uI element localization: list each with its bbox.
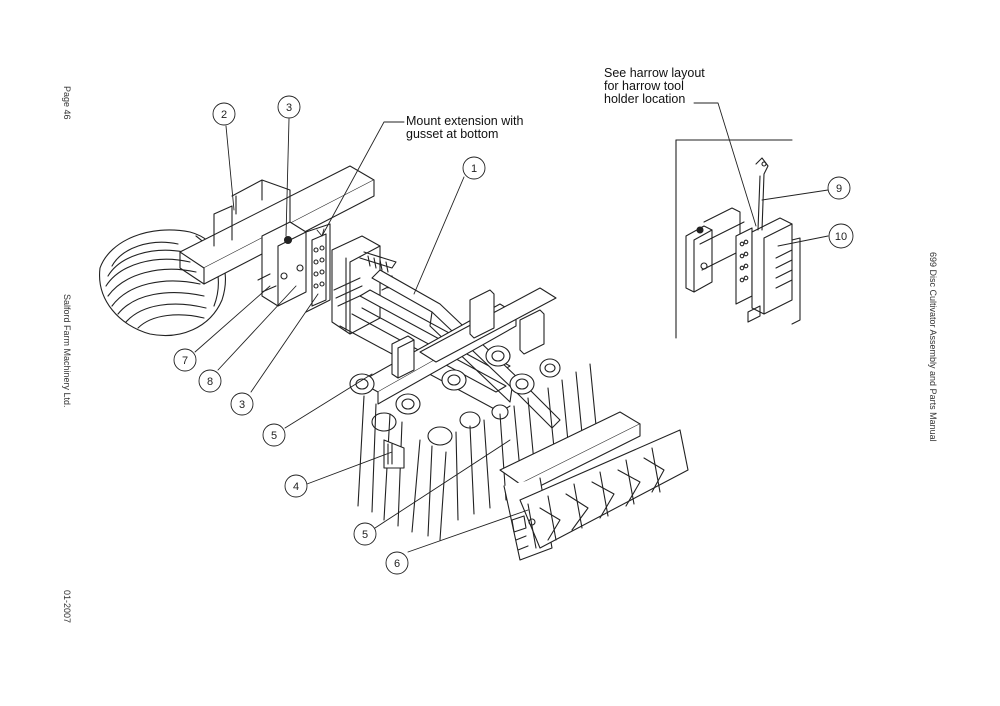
callout-3b-circle <box>230 392 254 416</box>
note-mount-line1: Mount extension with <box>406 114 524 128</box>
callout-3: 3 <box>286 102 292 114</box>
callout-9: 9 <box>836 183 842 195</box>
harrow-tines <box>357 363 599 541</box>
callout-7: 7 <box>182 355 188 367</box>
note-harrow-line2: for harrow tool <box>604 79 684 93</box>
note-harrow-line1: See harrow layout <box>604 66 705 80</box>
mount-bracket <box>257 221 331 313</box>
note-mount-extension: Mount extension with gusset at bottom <box>406 115 523 141</box>
callout-3-circle <box>277 95 301 119</box>
callout-8: 8 <box>207 376 213 388</box>
leader-lines <box>194 102 829 553</box>
callout-5b: 5 <box>362 529 368 541</box>
note-harrow-layout: See harrow layout for harrow tool holder… <box>604 67 705 106</box>
callout-9-circle <box>827 176 851 200</box>
callout-8-circle <box>198 369 222 393</box>
callout-7-circle <box>173 348 197 372</box>
callout-10: 10 <box>835 231 847 243</box>
callout-3b: 3 <box>239 399 245 411</box>
callout-4-circle <box>284 474 308 498</box>
callout-1: 1 <box>471 163 477 175</box>
disc-gang-bar <box>349 287 561 446</box>
callout-5-circle <box>262 423 286 447</box>
callout-5b-circle <box>353 522 377 546</box>
callout-4: 4 <box>293 481 299 493</box>
inset-harrow-holder <box>675 139 801 339</box>
note-harrow-line3: holder location <box>604 92 686 106</box>
crumbler-roller <box>499 411 689 561</box>
callout-2: 2 <box>221 109 227 121</box>
callouts <box>173 95 854 575</box>
callout-10-circle <box>828 223 854 249</box>
callout-6-circle <box>385 551 409 575</box>
callout-5: 5 <box>271 430 277 442</box>
callout-2-circle <box>212 102 236 126</box>
note-mount-line2: gusset at bottom <box>406 127 499 141</box>
callout-1-circle <box>462 156 486 180</box>
callout-6: 6 <box>394 558 400 570</box>
